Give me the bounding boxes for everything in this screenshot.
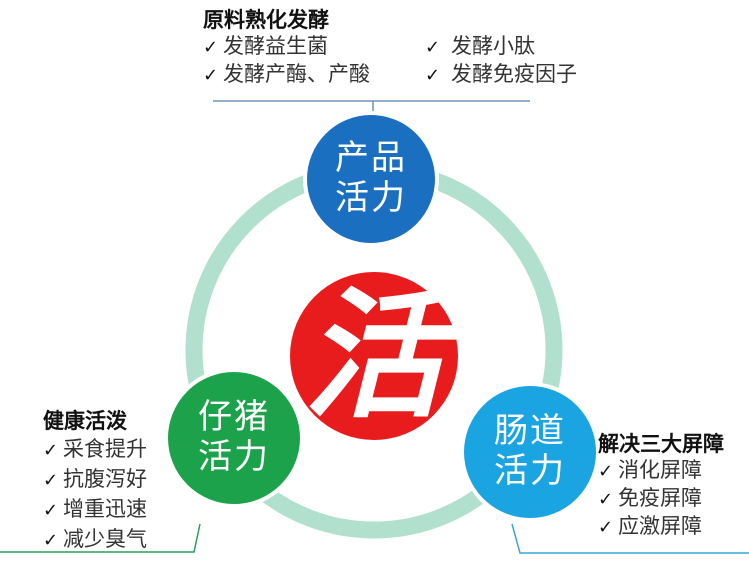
check-icon: ✓ — [43, 530, 59, 551]
product-vitality-node — [303, 111, 439, 247]
product-label-line1: 产品 — [335, 138, 407, 178]
list-item: ✓增重迅速 — [43, 495, 193, 525]
product-label-line2: 活力 — [335, 178, 407, 218]
gut-vitality-label: 肠道 活力 — [462, 411, 598, 491]
gut-vitality-node — [460, 382, 600, 522]
list-item: ✓发酵产酶、产酸 — [203, 61, 425, 89]
check-icon: ✓ — [425, 37, 441, 58]
check-icon: ✓ — [598, 461, 614, 482]
check-icon: ✓ — [43, 440, 59, 461]
list-item: ✓发酵免疫因子 — [425, 61, 577, 89]
list-item: ✓发酵益生菌 — [203, 33, 425, 61]
piglet-label-line1: 仔猪 — [198, 397, 270, 437]
check-icon: ✓ — [203, 65, 219, 86]
check-icon: ✓ — [43, 470, 59, 491]
block-title: 解决三大屏障 — [598, 431, 724, 456]
list-item: ✓免疫屏障 — [598, 485, 748, 513]
product-vitality-label: 产品 活力 — [305, 138, 437, 218]
list-item: ✓发酵小肽 — [425, 33, 577, 61]
center-huo-char: 活 — [303, 274, 444, 438]
list-item: ✓应激屏障 — [598, 513, 748, 541]
list-item: ✓采食提升 — [43, 435, 193, 465]
list-item: ✓消化屏障 — [598, 457, 748, 485]
left-connector — [0, 523, 201, 553]
list-item: ✓减少臭气 — [43, 525, 193, 555]
list-item: ✓抗腹泻好 — [43, 465, 193, 495]
center-huo-node — [290, 272, 458, 440]
piglet-vitality-label: 仔猪 活力 — [166, 397, 302, 477]
check-icon: ✓ — [43, 500, 59, 521]
three-barriers-block: 解决三大屏障 ✓消化屏障 ✓免疫屏障 ✓应激屏障 — [598, 430, 748, 541]
healthy-lively-block: 健康活泼 ✓采食提升 ✓抗腹泻好 ✓增重迅速 ✓减少臭气 — [43, 407, 193, 555]
piglet-label-line2: 活力 — [198, 437, 270, 477]
check-icon: ✓ — [598, 489, 614, 510]
check-icon: ✓ — [598, 517, 614, 538]
piglet-vitality-node — [164, 368, 304, 508]
gut-label-line1: 肠道 — [494, 411, 566, 451]
check-icon: ✓ — [425, 65, 441, 86]
gut-label-line2: 活力 — [494, 451, 566, 491]
right-connector — [511, 523, 749, 554]
check-icon: ✓ — [203, 37, 219, 58]
raw-material-fermentation-block: 原料熟化发酵 ✓发酵益生菌 ✓发酵产酶、产酸 ✓发酵小肽 ✓发酵免疫因子 — [203, 7, 603, 89]
block-title: 原料熟化发酵 — [203, 7, 329, 32]
block-title: 健康活泼 — [43, 408, 127, 433]
